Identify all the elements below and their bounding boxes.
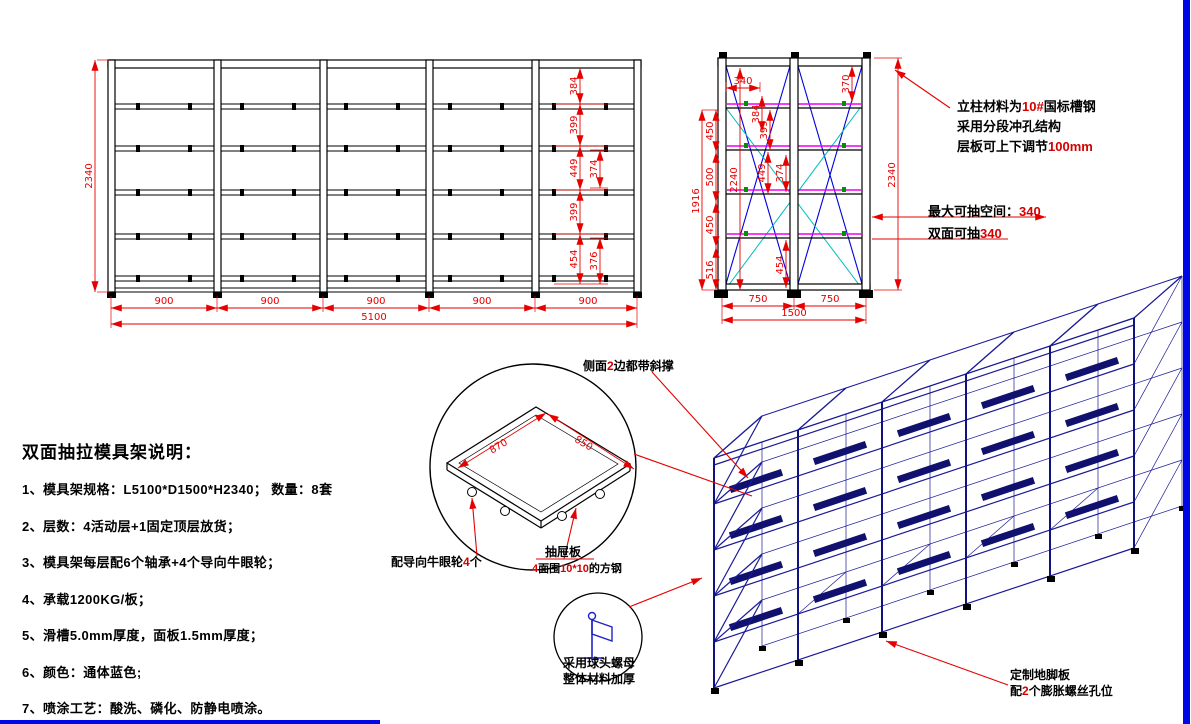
ball-nut-bracket-icon — [584, 611, 613, 659]
callout-line: 层板可上下调节100mm — [957, 137, 1096, 157]
callout-line: 定制地脚板 — [1010, 668, 1071, 682]
description-item-5: 5、滑槽5.0mm厚度，面板1.5mm厚度； — [22, 628, 264, 643]
description-item-3: 3、模具架每层配6个轴承+4个导向牛眼轮； — [22, 555, 281, 570]
callout-number: 100mm — [1048, 139, 1093, 154]
dim-bay: 900 — [366, 296, 385, 307]
dim-side-2340: 2340 — [887, 162, 898, 187]
callout-number: 4 — [532, 563, 539, 575]
description-item-7: 7、喷涂工艺：酸洗、磷化、防静电喷涂。 — [22, 701, 271, 716]
callout-line: 配2个膨胀螺丝孔位 — [1010, 683, 1113, 699]
dim-bay: 900 — [154, 296, 173, 307]
dim-bay: 900 — [472, 296, 491, 307]
callout-number: 340 — [980, 226, 1002, 241]
drawer-detail-circle — [429, 363, 637, 571]
nut-detail-circle — [553, 592, 643, 682]
drawer-detail: 870 850 — [429, 363, 753, 571]
dim-side-inner: 449 — [757, 163, 768, 182]
label-guide-wheels: 配导向牛眼轮4个 — [391, 553, 482, 570]
dim-level: 399 — [569, 115, 580, 134]
dim-level: 449 — [569, 158, 580, 177]
callout-text: 国标槽钢 — [1043, 99, 1096, 114]
front-view-dimensions: 2340 900 900 900 900 900 5100 384 — [84, 59, 638, 328]
callout-text: 的方钢 — [588, 563, 622, 575]
description-item-2: 2、层数：4活动层+1固定顶层放货； — [22, 518, 241, 534]
dim-side-inner: 374 — [775, 163, 786, 182]
dim-level: 374 — [589, 159, 600, 178]
dim-side-top: 340 — [733, 76, 752, 87]
dim-front-height: 2340 — [84, 163, 95, 188]
sheet-frame-right — [1183, 0, 1190, 724]
dim-level: 399 — [569, 202, 580, 221]
description-title: 双面抽拉模具架说明： — [22, 443, 202, 462]
callout-number: 2 — [607, 359, 614, 373]
callout-line: 双面可抽340 — [928, 223, 1041, 245]
isometric-view — [711, 275, 1186, 694]
dim-bay: 900 — [578, 296, 597, 307]
callout-text: 个膨胀螺丝孔位 — [1028, 684, 1113, 698]
dim-side-750: 750 — [820, 294, 839, 305]
callout-number: 10*10 — [560, 563, 589, 575]
callout-number: 10# — [1022, 99, 1044, 114]
dim-side-inner: 454 — [775, 255, 786, 274]
callout-ball-nut: 采用球头螺母 整体材料加厚 — [552, 655, 646, 687]
side-view-dimensions: 340 384 370 1916 450 500 450 516 2240 23… — [691, 57, 902, 324]
dim-side-chain: 450 — [705, 215, 716, 234]
callout-text: 双面可抽 — [928, 226, 981, 241]
dim-level: 384 — [569, 76, 580, 95]
description-block: 双面抽拉模具架说明： 1、模具架规格：L5100*D1500*H2340； 数量… — [22, 438, 394, 724]
dim-side-1916: 1916 — [691, 188, 702, 213]
callout-text: 最大可抽空间： — [928, 204, 1020, 219]
label-square-steel: 4面围10*10的方钢 — [532, 560, 622, 576]
dim-side-2240: 2240 — [729, 167, 740, 192]
dim-front-total: 5100 — [361, 312, 386, 323]
bull-eye-wheel-icon — [467, 487, 477, 497]
dim-side-inner: 399 — [759, 120, 770, 139]
callout-line: 最大可抽空间：340 — [928, 201, 1041, 223]
callout-number: 2 — [1022, 684, 1029, 698]
callout-pull-space: 最大可抽空间：340 双面可抽340 — [928, 201, 1041, 245]
description-item-1: 1、模具架规格：L5100*D1500*H2340； 数量：8套 — [22, 482, 333, 497]
description-item-6: 6、颜色：通体蓝色; — [22, 664, 142, 680]
dim-side-1500: 1500 — [781, 308, 806, 319]
front-view — [107, 59, 642, 298]
dim-side-370: 370 — [841, 74, 852, 93]
dim-level: 454 — [569, 249, 580, 268]
nut-detail — [553, 577, 703, 682]
callout-number: 340 — [1019, 204, 1041, 219]
callout-foot-plate: 定制地脚板 配2个膨胀螺丝孔位 — [1010, 667, 1113, 699]
label-drawer-plate: 抽屉板 — [545, 545, 582, 559]
callout-line: 整体材料加厚 — [562, 672, 635, 686]
dim-side-chain: 516 — [705, 260, 716, 279]
callout-line: 采用球头螺母 — [562, 656, 635, 670]
dim-side-384: 384 — [751, 104, 762, 123]
bull-eye-wheel-icon — [595, 489, 605, 499]
bull-eye-wheel-icon — [500, 506, 510, 516]
description-item-4: 4、承载1200KG/板； — [22, 591, 152, 607]
callout-text: 配 — [1010, 684, 1023, 698]
bull-eye-wheel-icon — [557, 511, 567, 521]
sheet-frame-bottom — [0, 720, 380, 724]
dim-side-chain: 500 — [705, 167, 716, 186]
callout-text: 边都带斜撑 — [613, 359, 674, 373]
callout-column-material: 立柱材料为10#国标槽钢 采用分段冲孔结构 层板可上下调节100mm — [957, 97, 1096, 157]
callout-side-brace: 侧面2边都带斜撑 — [583, 357, 674, 374]
callout-line: 采用分段冲孔结构 — [957, 119, 1062, 134]
callout-text: 层板可上下调节 — [957, 139, 1049, 154]
callout-text: 侧面 — [583, 359, 608, 373]
dim-side-750: 750 — [748, 294, 767, 305]
callout-text: 配导向牛眼轮 — [391, 555, 464, 569]
dim-bay: 900 — [260, 296, 279, 307]
dim-side-chain: 450 — [705, 121, 716, 140]
leader-lines — [651, 69, 1046, 686]
callout-line: 立柱材料为10#国标槽钢 — [957, 97, 1096, 117]
callout-text: 面围 — [538, 563, 561, 575]
callout-text: 立柱材料为 — [957, 99, 1023, 114]
callout-text: 个 — [469, 555, 482, 569]
dim-level: 376 — [589, 251, 600, 270]
callout-number: 4 — [463, 555, 470, 569]
